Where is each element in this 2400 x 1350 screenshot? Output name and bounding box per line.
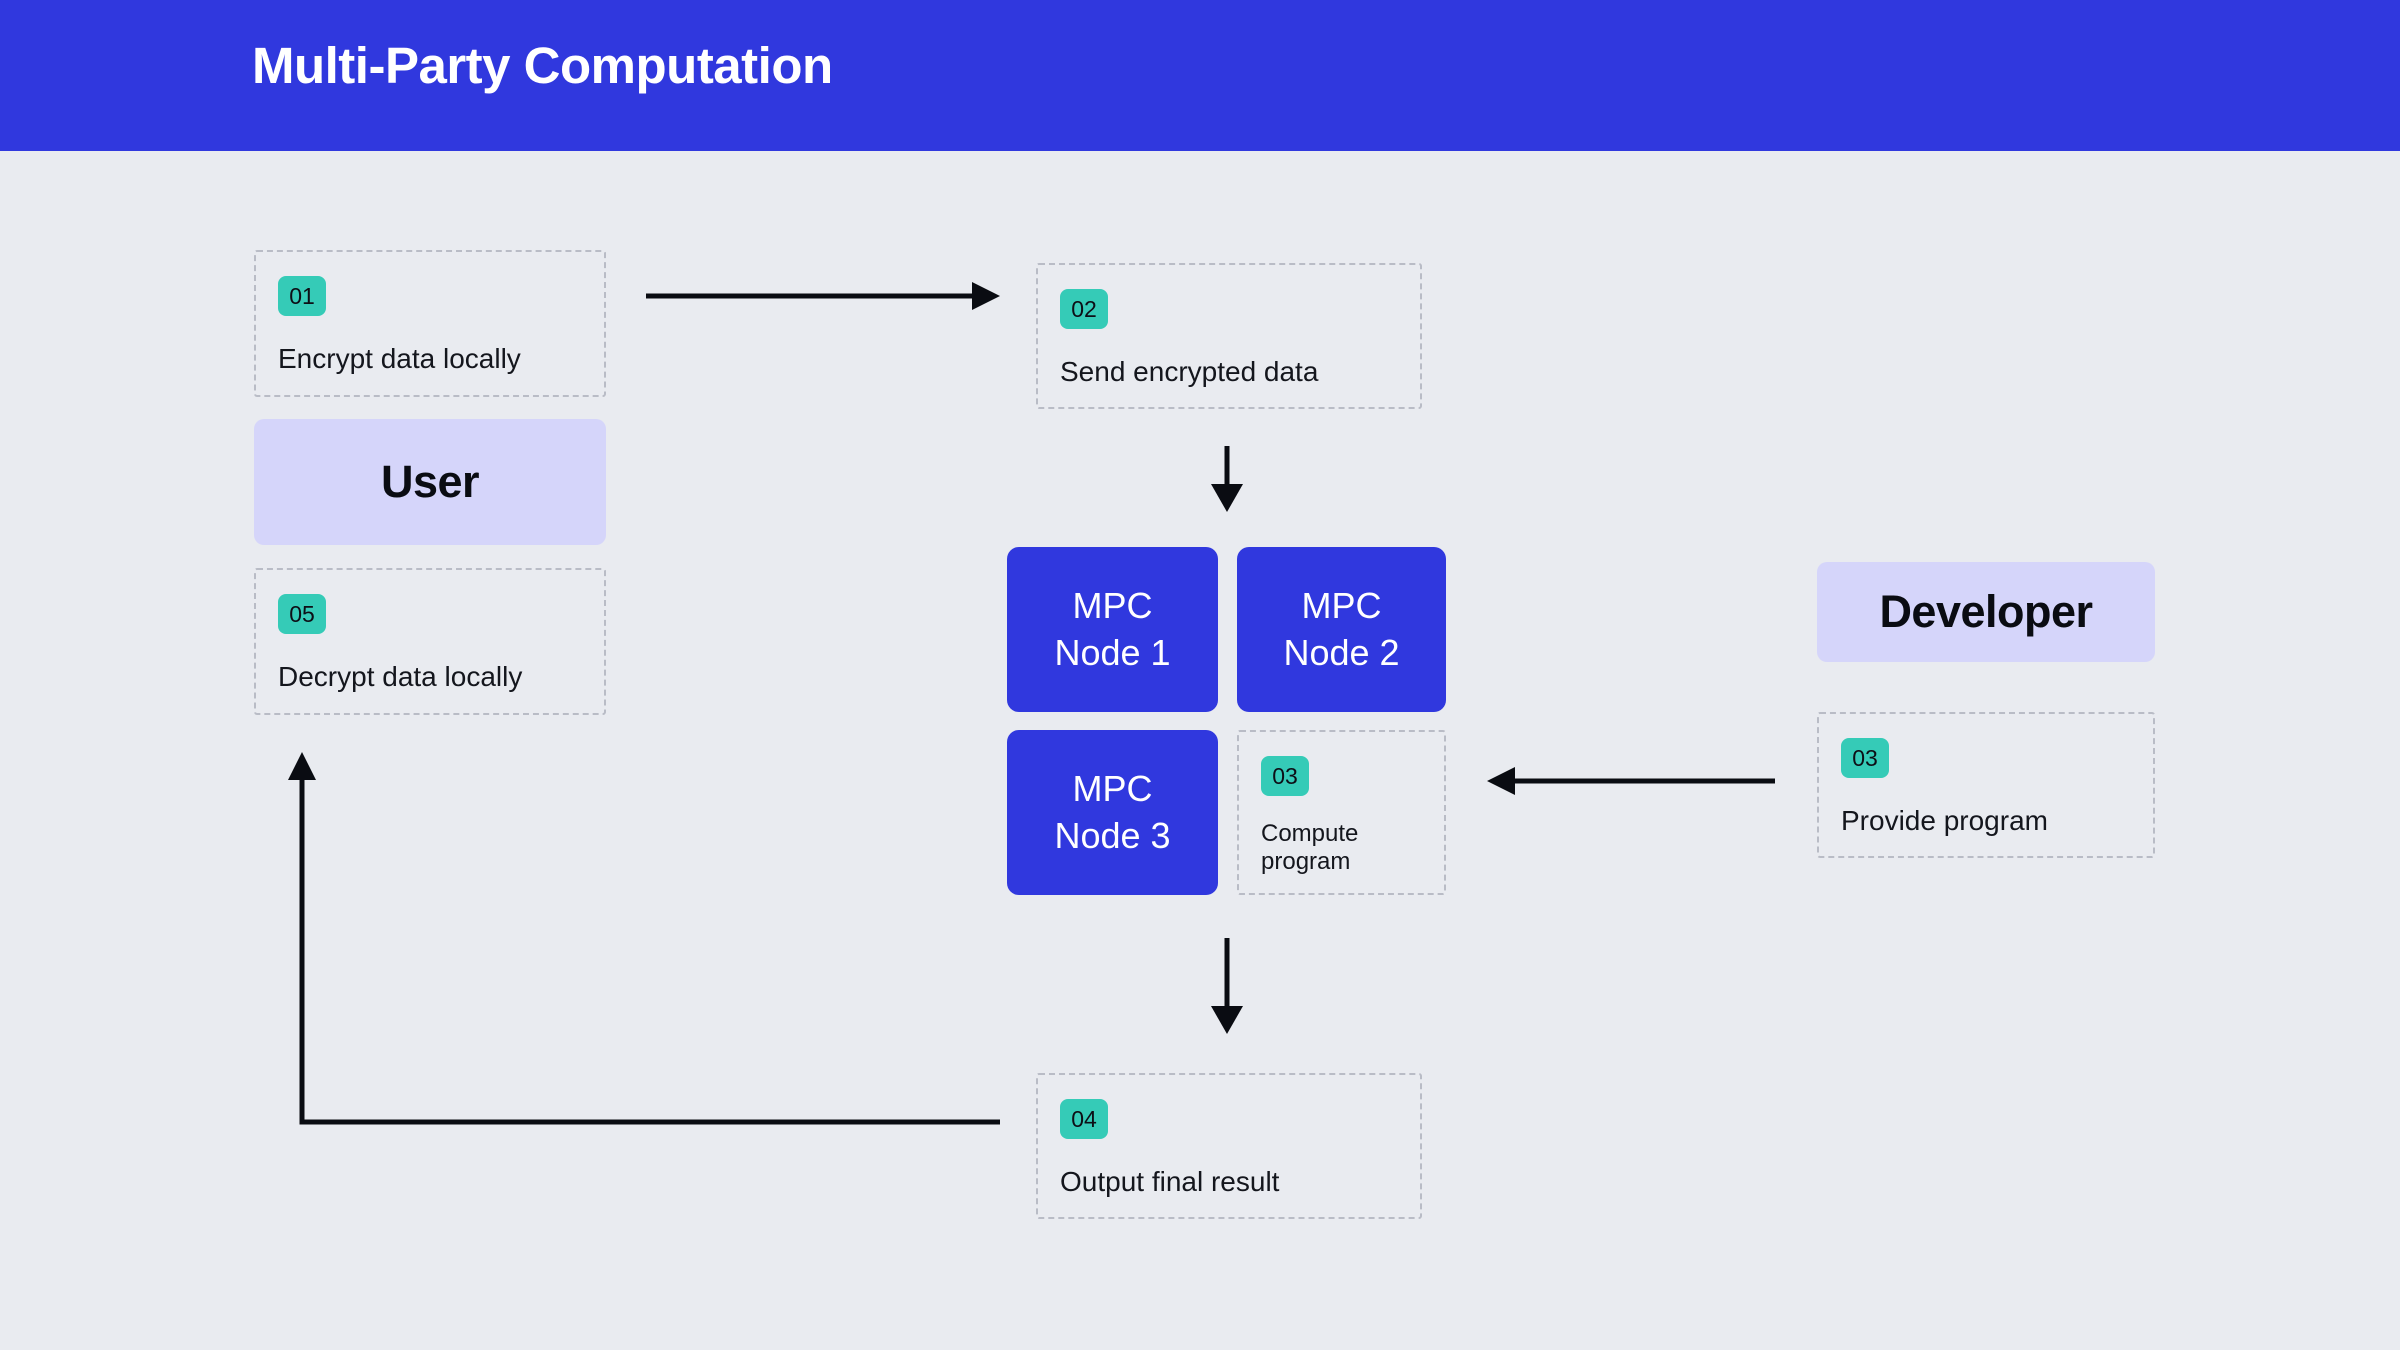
step-badge-01: 01 [278,276,326,316]
step-box-output: 04 Output final result [1036,1073,1422,1219]
step-label-send: Send encrypted data [1060,356,1319,387]
actor-box-user: User [254,419,606,545]
arrow-send-to-nodes [1211,446,1243,512]
step-label-compute: Compute program [1261,820,1359,876]
arrow-encrypt-to-send [646,282,1000,310]
mpc-node-3-label: MPC Node 3 [1054,768,1171,856]
actor-label-user: User [380,456,480,507]
step-label-output: Output final result [1060,1166,1280,1197]
step-label-encrypt: Encrypt data locally [278,343,521,374]
arrow-output-to-decrypt [288,752,1000,1125]
step-badge-05: 05 [278,594,326,634]
actor-label-developer: Developer [1879,586,2093,637]
step-badge-03-provide: 03 [1841,738,1889,778]
arrow-provide-to-compute [1487,767,1775,795]
mpc-node-2: MPC Node 2 [1237,547,1446,712]
mpc-node-1-label: MPC Node 1 [1054,585,1171,673]
arrow-nodes-to-output [1211,938,1243,1034]
actor-box-developer: Developer [1817,562,2155,662]
step-box-decrypt: 05 Decrypt data locally [254,568,606,715]
step-label-decrypt: Decrypt data locally [278,661,523,692]
mpc-node-1: MPC Node 1 [1007,547,1218,712]
step-badge-02: 02 [1060,289,1108,329]
mpc-node-3: MPC Node 3 [1007,730,1218,895]
step-box-send: 02 Send encrypted data [1036,263,1422,409]
mpc-node-2-label: MPC Node 2 [1283,585,1400,673]
step-box-provide: 03 Provide program [1817,712,2155,858]
step-box-encrypt: 01 Encrypt data locally [254,250,606,397]
header-band [0,0,2400,151]
step-badge-03-compute: 03 [1261,756,1309,796]
step-box-compute: 03 Compute program [1237,730,1446,895]
page-title: Multi-Party Computation [252,37,833,94]
step-badge-04: 04 [1060,1099,1108,1139]
step-label-provide: Provide program [1841,805,2048,836]
